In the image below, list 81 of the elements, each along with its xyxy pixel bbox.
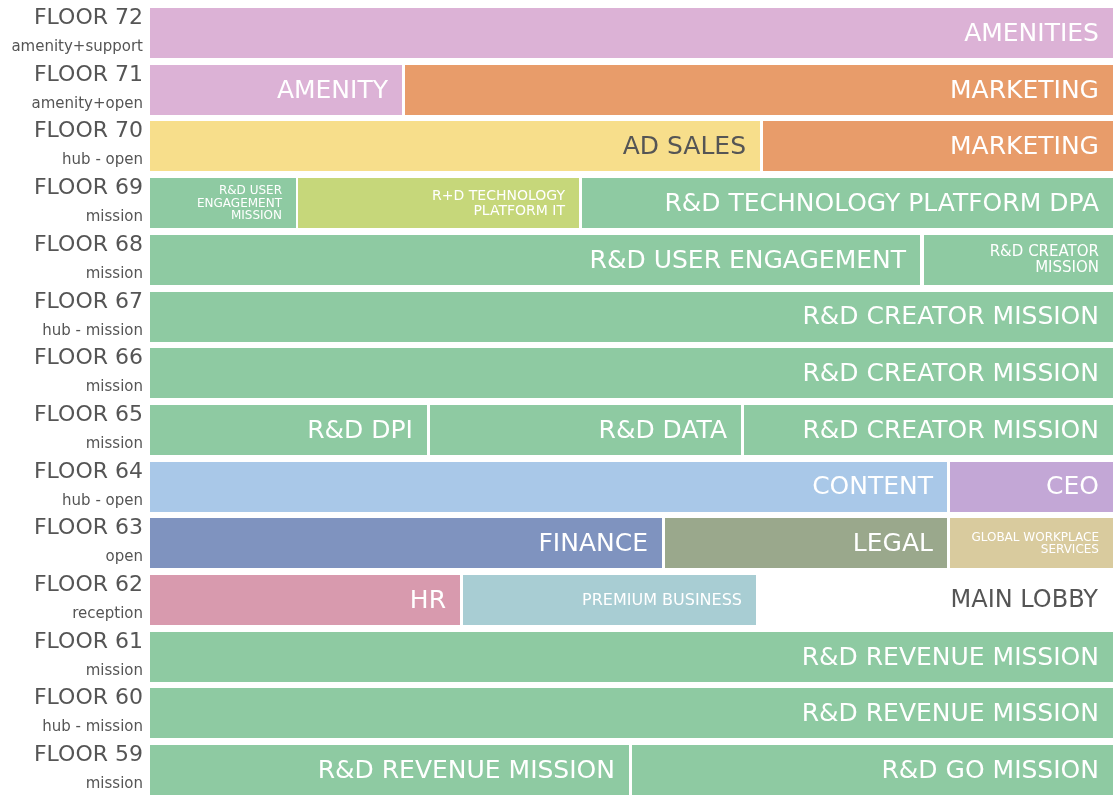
floor-type: amenity+open bbox=[31, 93, 143, 112]
department-name: R&D USER ENGAGEMENT MISSION bbox=[196, 184, 282, 222]
floor-number: FLOOR 62 bbox=[33, 571, 143, 596]
lobby-label: MAIN LOBBY bbox=[950, 585, 1098, 613]
floor-type: mission bbox=[85, 433, 143, 452]
department-name: R&D USER ENGAGEMENT bbox=[589, 246, 906, 273]
department-name: R&D TECHNOLOGY PLATFORM DPA bbox=[664, 189, 1099, 217]
floor-number: FLOOR 65 bbox=[33, 400, 143, 426]
department-name: CONTENT bbox=[812, 473, 933, 500]
floor-number: FLOOR 70 bbox=[33, 117, 143, 143]
department-name: R&D DPI bbox=[307, 416, 413, 443]
department-block bbox=[582, 178, 1113, 229]
floor-number: FLOOR 66 bbox=[33, 344, 143, 370]
floor-type: mission bbox=[85, 377, 143, 396]
department-name: MARKETING bbox=[950, 133, 1099, 160]
department-name: R&D REVENUE MISSION bbox=[317, 756, 615, 784]
department-name: R&D GO MISSION bbox=[881, 756, 1099, 784]
department-name: FINANCE bbox=[538, 530, 648, 557]
department-block bbox=[150, 518, 662, 569]
department-block bbox=[150, 121, 760, 172]
floor-type: amenity+support bbox=[11, 37, 143, 55]
department-block bbox=[150, 575, 460, 625]
department-block bbox=[763, 121, 1113, 172]
department-block bbox=[950, 518, 1113, 569]
floor-type: mission bbox=[85, 263, 143, 282]
department-name: AD SALES bbox=[622, 133, 746, 160]
floor-number: FLOOR 61 bbox=[33, 627, 143, 653]
department-block bbox=[744, 404, 1113, 455]
department-block bbox=[924, 234, 1113, 285]
department-name: AMENITIES bbox=[964, 19, 1099, 47]
floor-number: FLOOR 72 bbox=[33, 4, 143, 29]
floor-number: FLOOR 60 bbox=[33, 684, 143, 710]
department-block bbox=[150, 404, 427, 455]
floor-type: hub - mission bbox=[42, 320, 143, 339]
department-name: GLOBAL WORKPLACE SERVICES bbox=[970, 530, 1099, 556]
department-name: R+D TECHNOLOGY PLATFORM IT bbox=[431, 188, 565, 218]
floor-number: FLOOR 64 bbox=[33, 457, 143, 483]
department-block bbox=[150, 745, 629, 796]
floor-number: FLOOR 68 bbox=[33, 230, 143, 256]
floor-number: FLOOR 67 bbox=[33, 287, 143, 313]
department-name: R&D REVENUE MISSION bbox=[801, 643, 1099, 670]
department-block bbox=[950, 461, 1113, 512]
department-block bbox=[463, 575, 756, 625]
department-block bbox=[150, 234, 920, 285]
floor-number: FLOOR 63 bbox=[33, 514, 143, 540]
department-name: CEO bbox=[1046, 473, 1099, 500]
floor-number: FLOOR 71 bbox=[33, 60, 143, 86]
department-block bbox=[150, 631, 1113, 682]
floor-type: mission bbox=[85, 207, 143, 226]
department-block bbox=[150, 688, 1113, 739]
floor-type: open bbox=[105, 547, 143, 566]
department-name: MARKETING bbox=[950, 76, 1099, 103]
floor-type: mission bbox=[85, 660, 143, 679]
department-block bbox=[665, 518, 947, 569]
department-name: R&D DATA bbox=[598, 416, 727, 443]
department-block bbox=[150, 178, 296, 229]
floor-type: reception bbox=[72, 604, 143, 622]
department-block bbox=[430, 404, 741, 455]
department-name: LEGAL bbox=[852, 530, 933, 557]
department-block bbox=[298, 178, 579, 229]
department-name: R&D CREATOR MISSION bbox=[802, 303, 1099, 330]
department-block bbox=[150, 291, 1113, 342]
department-name: R&D CREATOR MISSION bbox=[802, 416, 1099, 443]
department-name: HR bbox=[409, 586, 446, 614]
department-block bbox=[150, 348, 1113, 399]
department-block bbox=[150, 64, 402, 115]
floor-type: hub - open bbox=[62, 150, 143, 169]
department-name: R&D REVENUE MISSION bbox=[801, 700, 1099, 727]
floor-number: FLOOR 59 bbox=[33, 741, 143, 767]
department-name: R&D CREATOR MISSION bbox=[988, 244, 1099, 276]
department-block bbox=[150, 8, 1113, 58]
department-block bbox=[632, 745, 1113, 796]
department-name: PREMIUM BUSINESS bbox=[582, 591, 742, 609]
department-name: AMENITY bbox=[276, 76, 388, 103]
floor-number: FLOOR 69 bbox=[33, 174, 143, 200]
floor-type: hub - open bbox=[62, 490, 143, 509]
floor-type: mission bbox=[85, 774, 143, 793]
department-block bbox=[405, 64, 1113, 115]
department-block bbox=[150, 461, 947, 512]
department-name: R&D CREATOR MISSION bbox=[802, 360, 1099, 387]
floor-type: hub - mission bbox=[42, 717, 143, 736]
